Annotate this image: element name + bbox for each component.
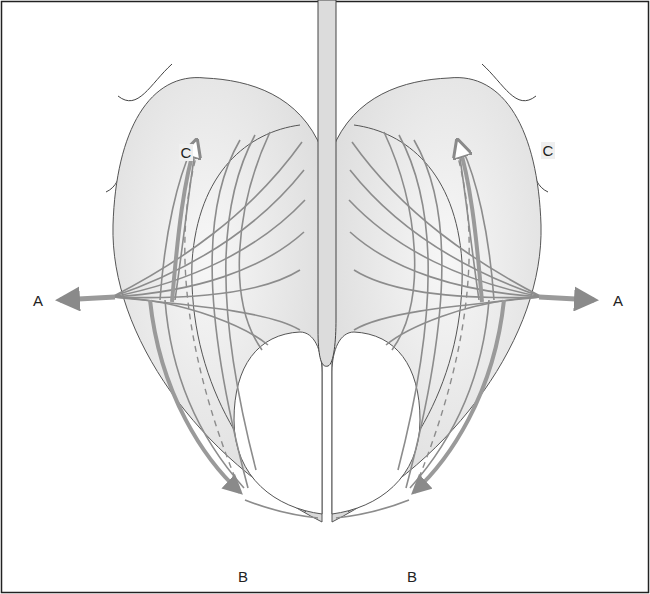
arrow-label: C xyxy=(179,144,194,161)
arrow-label: B xyxy=(405,568,419,585)
arrow-label: A xyxy=(611,292,625,309)
septum xyxy=(318,0,336,366)
left-half xyxy=(60,64,322,522)
arrow-label: C xyxy=(541,142,556,159)
arrow-label: A xyxy=(31,292,45,309)
arrow-label: B xyxy=(236,568,250,585)
